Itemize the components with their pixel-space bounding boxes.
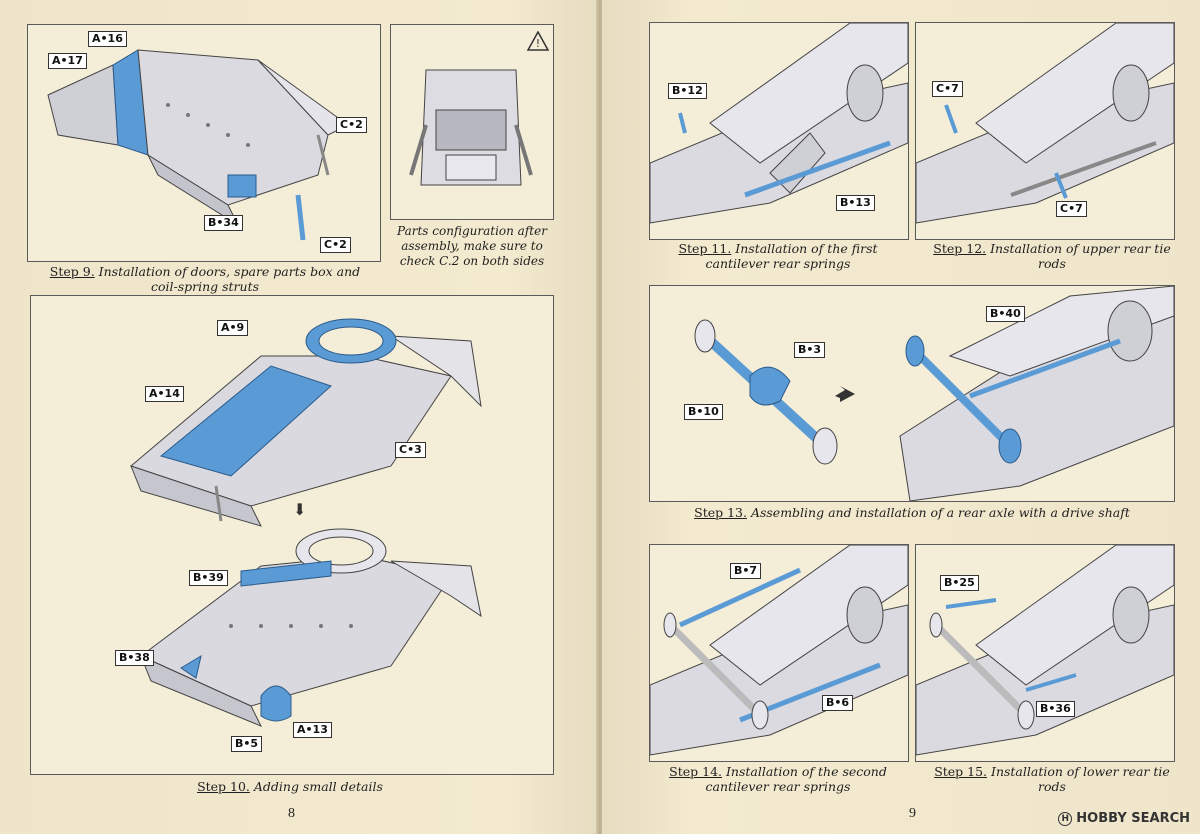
part-tag: B•13 bbox=[836, 195, 875, 211]
step14-caption: Step 14. Installation of the second cant… bbox=[662, 764, 894, 794]
part-tag: C•7 bbox=[932, 81, 963, 97]
svg-text:!: ! bbox=[536, 37, 540, 50]
part-tag: A•13 bbox=[293, 722, 332, 738]
step13-caption: Step 13. Assembling and installation of … bbox=[662, 505, 1162, 520]
step13-illustration-panel: B•3 B•10 B•40 bbox=[649, 285, 1175, 502]
hobby-search-watermark: H HOBBY SEARCH bbox=[1058, 811, 1190, 826]
parts-config-note: Parts configuration after assembly, make… bbox=[397, 224, 547, 268]
step14-number: Step 14. bbox=[669, 764, 722, 779]
part-tag: C•7 bbox=[1056, 201, 1087, 217]
part-tag: A•17 bbox=[48, 53, 87, 69]
down-arrow-icon: ⬇ bbox=[293, 500, 307, 519]
step14-text: Installation of the second cantilever re… bbox=[705, 764, 887, 794]
part-tag: B•25 bbox=[940, 575, 979, 591]
parts-config-panel: ! bbox=[390, 24, 554, 220]
part-tag: B•12 bbox=[668, 83, 707, 99]
step10-caption: Step 10. Adding small details bbox=[120, 779, 460, 794]
step10-number: Step 10. bbox=[197, 779, 250, 794]
step10-hull-drawing bbox=[129, 318, 482, 727]
part-tag: C•2 bbox=[320, 237, 351, 253]
step14-drawing bbox=[650, 545, 908, 756]
right-page: B•12 B•13 Step 11. Installation of the f… bbox=[602, 0, 1200, 834]
hobby-search-logo-icon: H bbox=[1058, 811, 1073, 826]
part-tag: B•10 bbox=[684, 404, 723, 420]
step12-illustration-panel: C•7 C•7 bbox=[915, 22, 1175, 240]
part-tag: B•6 bbox=[822, 695, 854, 711]
part-tag: A•14 bbox=[145, 386, 184, 402]
step10-illustration-panel: ⬇ A•9 A•14 C•3 B•39 B•38 B•5 A•13 bbox=[30, 295, 554, 775]
part-tag: B•36 bbox=[1036, 701, 1075, 717]
step11-number: Step 11. bbox=[678, 241, 732, 256]
step9-hull-drawing bbox=[47, 49, 349, 241]
page-number-left: 8 bbox=[288, 806, 295, 821]
part-tag: C•2 bbox=[336, 117, 367, 133]
part-tag: B•34 bbox=[204, 215, 243, 231]
step15-number: Step 15. bbox=[934, 764, 988, 779]
step11-drawing bbox=[650, 23, 908, 224]
step9-text: Installation of doors, spare parts box a… bbox=[94, 264, 361, 294]
part-tag: B•5 bbox=[231, 736, 263, 752]
step11-caption: Step 11. Installation of the first canti… bbox=[662, 241, 894, 271]
part-tag: B•40 bbox=[986, 306, 1025, 322]
step12-caption: Step 12. Installation of upper rear tie … bbox=[930, 241, 1174, 271]
step11-illustration-panel: B•12 B•13 bbox=[649, 22, 909, 240]
step12-drawing bbox=[916, 23, 1174, 224]
step13-drawing bbox=[694, 286, 1174, 501]
part-tag: B•39 bbox=[189, 570, 228, 586]
step10-text: Adding small details bbox=[249, 779, 383, 794]
left-page: A•16 A•17 C•2 B•34 C•2 ! Parts configura… bbox=[0, 0, 598, 834]
step9-caption: Step 9. Installation of doors, spare par… bbox=[40, 264, 370, 294]
step15-drawing bbox=[916, 545, 1174, 756]
part-tag: B•38 bbox=[115, 650, 154, 666]
part-tag: B•3 bbox=[794, 342, 826, 358]
step12-text: Installation of upper rear tie rods bbox=[986, 241, 1171, 271]
step13-text: Assembling and installation of a rear ax… bbox=[746, 505, 1130, 520]
step14-illustration-panel: B•7 B•6 bbox=[649, 544, 909, 762]
page-number-right: 9 bbox=[909, 806, 916, 821]
warning-icon: ! bbox=[527, 31, 549, 51]
step12-number: Step 12. bbox=[933, 241, 987, 256]
watermark-text: HOBBY SEARCH bbox=[1076, 811, 1190, 826]
step9-illustration-panel: A•16 A•17 C•2 B•34 C•2 bbox=[27, 24, 381, 262]
step13-number: Step 13. bbox=[694, 505, 747, 520]
step15-text: Installation of lower rear tie rods bbox=[987, 764, 1170, 794]
step15-caption: Step 15. Installation of lower rear tie … bbox=[932, 764, 1172, 794]
step15-illustration-panel: B•25 B•36 bbox=[915, 544, 1175, 762]
part-tag: B•7 bbox=[730, 563, 762, 579]
step9-number: Step 9. bbox=[49, 264, 95, 279]
part-tag: A•16 bbox=[88, 31, 127, 47]
book-gutter bbox=[596, 0, 604, 834]
parts-config-drawing bbox=[409, 69, 533, 186]
step11-text: Installation of the first cantilever rea… bbox=[705, 241, 878, 271]
part-tag: A•9 bbox=[217, 320, 249, 336]
part-tag: C•3 bbox=[395, 442, 426, 458]
